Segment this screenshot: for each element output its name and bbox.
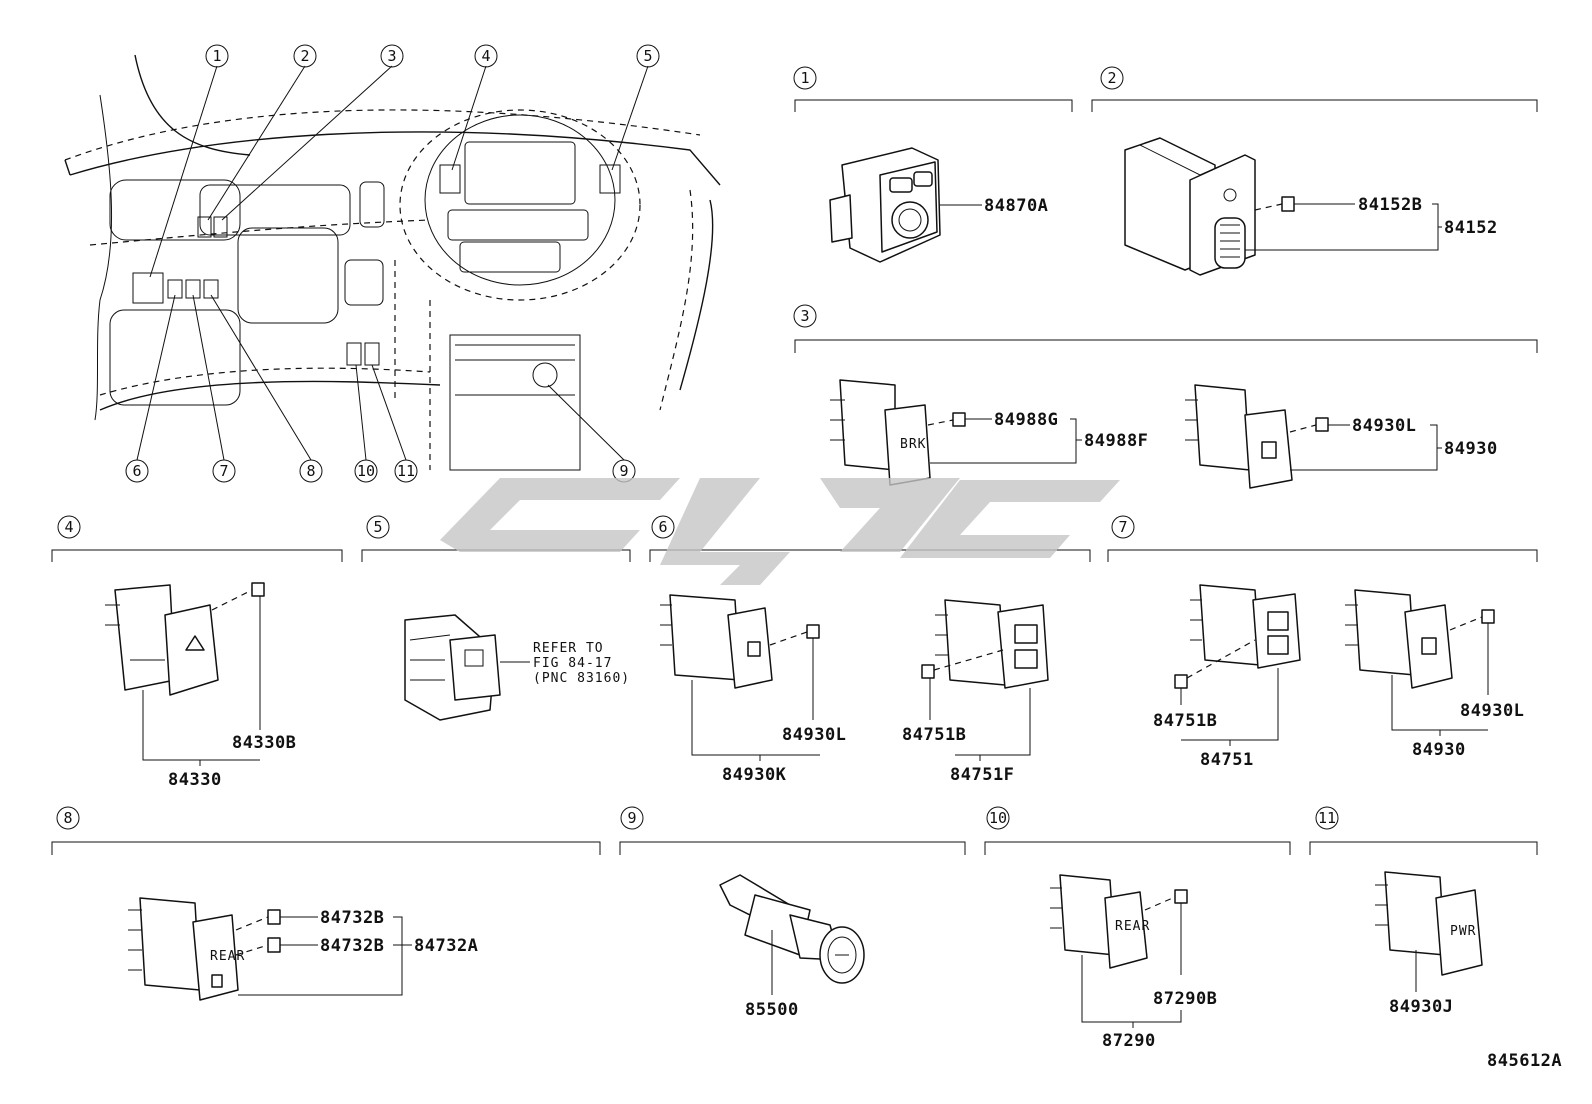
svg-text:REAR: REAR [1115,919,1150,934]
section-10-label: 10 [989,809,1007,827]
switch-84930J-drawing: PWR [1375,871,1483,976]
section-11-label: 11 [1318,809,1336,827]
switch-84751F-drawing [935,599,1049,689]
dimmer-switch-drawing [1124,137,1256,276]
callout-7: 7 [219,462,228,480]
section-2-label: 2 [1107,69,1116,87]
svg-text:PWR: PWR [1450,924,1476,939]
section-5: REFER TO FIG 84-17 (PNC 83160) [404,614,630,721]
part-84930J: 84930J [1389,997,1453,1017]
dashboard-overview [64,54,721,471]
section-callouts: 1 2 3 4 5 6 7 8 9 10 11 [56,66,1339,830]
callout-2: 2 [300,47,309,65]
part-85500: 85500 [745,1000,799,1020]
part-84152: 84152 [1444,218,1498,238]
part-84930L-s6: 84930L [782,725,846,745]
part-84751B-s7: 84751B [1153,711,1217,731]
refer-note-line1: REFER TO [533,641,604,656]
part-84751F: 84751F [950,765,1014,785]
switch-84930-s7-drawing [1345,589,1453,689]
section-8: REAR 84732B 84732B 84732A [128,897,478,1001]
switch-84988-drawing: BRK [830,379,931,486]
switch-84930K-drawing [660,594,773,689]
section-2: 84152B 84152 [1124,137,1498,276]
callout-4: 4 [481,47,490,65]
power-window-switch-drawing [404,614,501,721]
part-84152B: 84152B [1358,195,1422,215]
section-11: PWR 84930J [1375,871,1483,1017]
part-84870A: 84870A [984,196,1048,216]
switch-84930-drawing [1185,384,1293,489]
callout-6: 6 [132,462,141,480]
switch-84751-drawing [1190,584,1301,669]
part-84988G: 84988G [994,410,1058,430]
callout-10: 10 [357,462,375,480]
callout-3: 3 [387,47,396,65]
section-6: 84930L 84930K 84751B 84751F [660,594,1049,785]
section-4: 84330B 84330 [105,582,296,790]
part-87290B: 87290B [1153,989,1217,1009]
section-7: 84751B 84751 84930L 84930 [1153,584,1524,770]
section-10: REAR 87290B 87290 [1050,874,1217,1051]
hazard-switch-drawing [105,584,219,696]
section-8-label: 8 [63,809,72,827]
section-6-label: 6 [658,518,667,536]
part-84732B-2: 84732B [320,936,384,956]
part-84732B-1: 84732B [320,908,384,928]
section-9-label: 9 [627,809,636,827]
refer-note-line2: FIG 84-17 [533,656,612,671]
svg-text:REAR: REAR [210,949,245,964]
part-84751: 84751 [1200,750,1254,770]
part-84330B: 84330B [232,733,296,753]
part-84330: 84330 [168,770,222,790]
callout-1: 1 [212,47,221,65]
diagram-id: 845612A [1487,1051,1562,1071]
cigarette-lighter-drawing [719,874,865,984]
section-9: 85500 [719,874,865,1020]
part-84930K: 84930K [722,765,787,785]
switch-87290-drawing: REAR [1050,874,1150,969]
section-5-label: 5 [373,518,382,536]
section-1-label: 1 [800,69,809,87]
section-1: 84870A [829,147,1048,263]
overview-leaders [136,65,649,461]
section-7-label: 7 [1118,518,1127,536]
callout-8: 8 [306,462,315,480]
part-84930-s7: 84930 [1412,740,1466,760]
callout-9: 9 [619,462,628,480]
switch-84732A-drawing: REAR [128,897,245,1001]
part-87290: 87290 [1102,1031,1156,1051]
mirror-switch-drawing [829,147,941,263]
section-3: BRK 84988G 84988F 84930L 84930 [830,379,1498,489]
part-84751B-s6: 84751B [902,725,966,745]
watermark [440,478,1120,585]
section-4-label: 4 [64,518,73,536]
part-84732A: 84732A [414,936,478,956]
svg-text:BRK: BRK [900,437,926,452]
callout-11: 11 [397,462,415,480]
part-84930: 84930 [1444,439,1498,459]
overview-callouts: 1 2 3 4 5 6 7 8 9 10 11 [125,44,660,483]
callout-5: 5 [643,47,652,65]
part-84930L-s7: 84930L [1460,701,1524,721]
refer-note-line3: (PNC 83160) [533,671,630,686]
part-84988F: 84988F [1084,431,1148,451]
section-3-label: 3 [800,307,809,325]
part-84930L: 84930L [1352,416,1416,436]
